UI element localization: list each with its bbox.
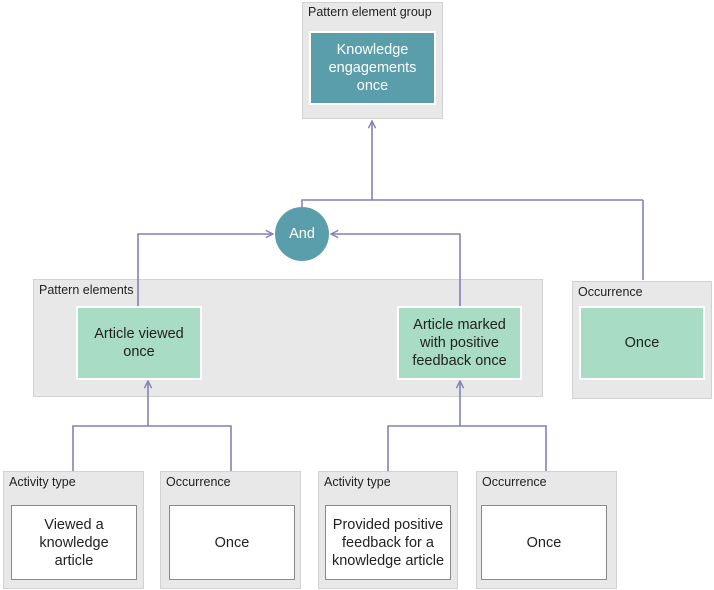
bottom-left-occurrence-node: Once (169, 505, 295, 580)
node-text-line: Viewed a (44, 516, 104, 533)
bottom-left-occurrence-label: Occurrence (166, 475, 231, 489)
right-occurrence-label: Occurrence (578, 285, 643, 299)
node-text-line: Article viewed (94, 326, 184, 342)
node-text-line: Once (214, 534, 250, 551)
pattern-group-label: Pattern element group (308, 5, 432, 19)
right-occurrence-node: Once (579, 306, 705, 380)
node-text-line: Article marked (413, 317, 506, 333)
bottom-right-occurrence-node: Once (481, 505, 607, 580)
node-text-line: Once (624, 335, 660, 351)
and-label: And (289, 226, 315, 242)
bottom-right-activity-label: Activity type (324, 475, 391, 489)
node-text-line: knowledge (39, 534, 109, 551)
node-text-line: feedback for a (342, 534, 434, 551)
viewed-article-node: Viewed a knowledge article (11, 505, 137, 580)
node-text-line: Knowledge (336, 42, 409, 58)
node-text-line: feedback once (412, 353, 507, 369)
node-text-line: Once (526, 534, 562, 551)
bottom-right-occurrence-label: Occurrence (482, 475, 547, 489)
pattern-elements-label: Pattern elements (39, 283, 134, 297)
node-text-line: article (54, 552, 94, 569)
and-node: And (275, 207, 329, 261)
article-marked-node: Article marked with positive feedback on… (397, 306, 522, 380)
bottom-left-activity-label: Activity type (9, 475, 76, 489)
article-viewed-node: Article viewed once (76, 306, 202, 380)
node-text-line: once (356, 78, 389, 94)
node-text-line: with positive (420, 335, 499, 351)
node-text-line: knowledge article (331, 552, 445, 569)
provided-feedback-node: Provided positive feedback for a knowled… (325, 505, 451, 580)
node-text-line: engagements (328, 60, 417, 76)
knowledge-engagements-node: Knowledge engagements once (309, 31, 436, 105)
node-text-line: Provided positive (332, 516, 444, 533)
connector-and-to-group (301, 121, 643, 208)
node-text-line: once (123, 344, 155, 360)
